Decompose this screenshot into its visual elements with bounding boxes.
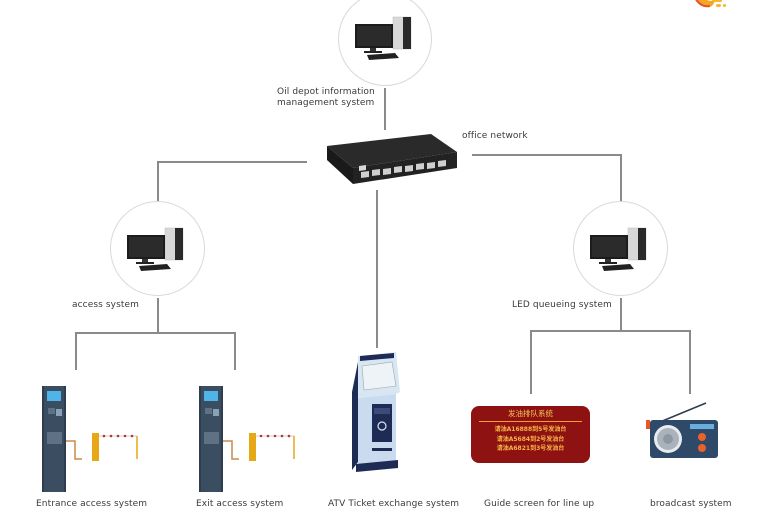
edge-access-entrance — [75, 332, 77, 370]
broadcast-label: broadcast system — [650, 499, 732, 509]
switch-ports — [361, 160, 446, 178]
led-screen-row: 请油A5684到2号发油台 — [496, 435, 565, 443]
central-node-circle[interactable] — [338, 0, 432, 86]
brand-logo-icon — [690, 0, 730, 12]
edge-access-trunk — [157, 298, 159, 333]
led-queue-node-circle[interactable] — [573, 201, 668, 296]
led-queue-node-label: LED queueing system — [512, 300, 612, 310]
exit-label: Exit access system — [196, 499, 284, 509]
access-node-label: access system — [72, 300, 140, 310]
guide-label: Guide screen for line up — [484, 499, 595, 509]
entrance-label: Entrance access system — [36, 499, 148, 509]
edge-switch-atv — [376, 190, 378, 348]
led-screen-row: 请油A6821到3号发油台 — [496, 445, 565, 452]
central-node-label-1: Oil depot information — [277, 87, 375, 97]
atv-label: ATV Ticket exchange system — [328, 499, 460, 509]
edge-switch-led-h — [472, 154, 622, 156]
exit-terminal-icon[interactable] — [195, 384, 299, 494]
edge-led-guide — [530, 330, 532, 394]
edge-switch-led-v — [620, 154, 622, 202]
desktop-computer-icon — [353, 15, 417, 63]
led-screen-row: 请油A16888到5号发油台 — [494, 426, 567, 433]
edge-switch-access-v — [157, 161, 159, 203]
edge-switch-access-h — [157, 161, 307, 163]
desktop-computer-icon — [125, 226, 189, 274]
edge-led-branch-h — [530, 330, 691, 332]
edge-led-broadcast — [689, 330, 691, 394]
radio-icon[interactable] — [644, 400, 720, 460]
entrance-terminal-icon[interactable] — [38, 384, 142, 494]
edge-central-switch — [384, 88, 386, 130]
led-screen-icon[interactable]: 发油排队系统 请油A16888到5号发油台 请油A5684到2号发油台 请油A6… — [471, 406, 590, 463]
network-switch-icon[interactable] — [323, 132, 461, 192]
switch-label: office network — [462, 131, 528, 141]
edge-access-branch-h — [75, 332, 236, 334]
desktop-computer-icon — [588, 226, 652, 274]
central-node-label-2: management system — [277, 98, 375, 108]
access-node-circle[interactable] — [110, 201, 205, 296]
led-screen-title: 发油排队系统 — [479, 409, 582, 422]
ticket-kiosk-icon[interactable] — [350, 352, 406, 474]
edge-led-trunk — [620, 298, 622, 331]
edge-access-exit — [234, 332, 236, 370]
